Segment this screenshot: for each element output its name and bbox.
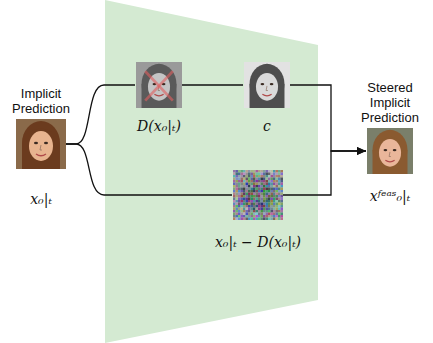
math-label: D(x₀|ₜ) <box>128 118 190 135</box>
math-label: x₀|ₜ − D(x₀|ₜ) <box>198 234 318 251</box>
image-node: D(x₀|ₜ) <box>128 62 190 135</box>
math-label: c <box>236 118 298 135</box>
math-label: x₀|ₜ <box>4 191 78 208</box>
math-label: xᶠᵉᵃˢ₀|ₜ <box>350 188 430 205</box>
image-thumbnail <box>244 62 290 108</box>
trapezoid-shape <box>105 0 318 343</box>
connector-line <box>283 151 366 195</box>
image-node: x₀|ₜ − D(x₀|ₜ) <box>198 170 318 251</box>
image-thumbnail <box>136 62 182 108</box>
connector-line <box>290 85 366 151</box>
image-node: Steered Implicit Prediction xᶠᵉᵃˢ₀|ₜ <box>350 80 430 205</box>
image-node: c <box>236 62 298 135</box>
node-heading: Steered Implicit Prediction <box>350 80 430 125</box>
connector-line <box>66 85 135 144</box>
image-thumbnail <box>367 128 413 174</box>
connector-line <box>182 84 243 85</box>
connector-line <box>66 144 232 195</box>
node-heading: Implicit Prediction <box>4 86 78 116</box>
image-thumbnail <box>233 170 283 220</box>
image-thumbnail <box>16 119 66 169</box>
image-node: Implicit Prediction x₀|ₜ <box>4 86 78 208</box>
